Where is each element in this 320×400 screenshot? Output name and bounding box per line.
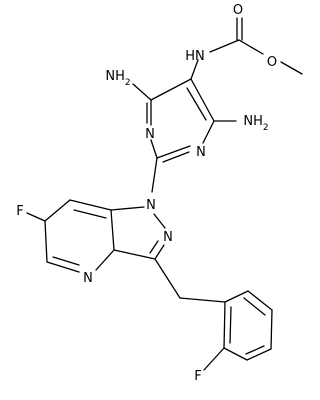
bond bbox=[202, 120, 215, 144]
bond bbox=[223, 347, 248, 361]
bond bbox=[110, 209, 115, 251]
atom-label: HN bbox=[185, 49, 205, 64]
bond bbox=[245, 345, 265, 355]
bond bbox=[153, 213, 166, 229]
bond bbox=[246, 348, 272, 361]
bond bbox=[238, 39, 264, 55]
atom-label: N bbox=[196, 145, 206, 160]
bond bbox=[162, 151, 190, 163]
bond bbox=[229, 306, 232, 344]
bond bbox=[190, 78, 215, 122]
bond bbox=[190, 59, 199, 80]
bond bbox=[179, 297, 226, 303]
bond bbox=[209, 39, 240, 53]
bond bbox=[223, 301, 226, 349]
bond bbox=[113, 249, 156, 260]
bond bbox=[44, 199, 71, 222]
bond bbox=[149, 240, 159, 254]
bond bbox=[154, 244, 165, 260]
atom-label: NH2 bbox=[243, 114, 268, 133]
bond bbox=[154, 258, 181, 299]
bond bbox=[44, 220, 48, 263]
bond bbox=[110, 206, 145, 211]
bond bbox=[150, 139, 158, 159]
bond bbox=[224, 290, 249, 303]
bond bbox=[203, 347, 225, 371]
bond bbox=[69, 199, 112, 211]
atom-label: N bbox=[163, 230, 173, 245]
bond bbox=[156, 145, 191, 159]
molecule-structure: O HN O NH2 NH2 N N N N N F F bbox=[16, 3, 303, 384]
atom-label: N bbox=[83, 271, 93, 286]
structure-canvas: O HN O NH2 NH2 N N N N N F F bbox=[16, 3, 303, 384]
atom-label: NH2 bbox=[105, 69, 130, 88]
atom-label: N bbox=[145, 127, 155, 142]
bond bbox=[243, 297, 266, 316]
atom-label: O bbox=[267, 55, 277, 70]
bond bbox=[73, 209, 107, 219]
bond bbox=[132, 83, 152, 101]
atom-label: F bbox=[16, 204, 23, 219]
bond bbox=[151, 157, 158, 193]
bonds bbox=[26, 17, 303, 371]
bond bbox=[150, 78, 192, 101]
atom-label: F bbox=[194, 369, 201, 384]
bond bbox=[247, 290, 273, 311]
bond bbox=[26, 212, 46, 222]
bond bbox=[95, 249, 115, 271]
bond bbox=[270, 309, 273, 350]
atom-labels: O HN O NH2 NH2 N N N N N F F bbox=[16, 3, 277, 384]
atom-label: N bbox=[146, 198, 156, 213]
bond bbox=[46, 261, 80, 273]
bond bbox=[186, 87, 207, 121]
bond bbox=[280, 61, 303, 75]
atom-label: O bbox=[233, 3, 243, 18]
bond bbox=[52, 256, 80, 266]
